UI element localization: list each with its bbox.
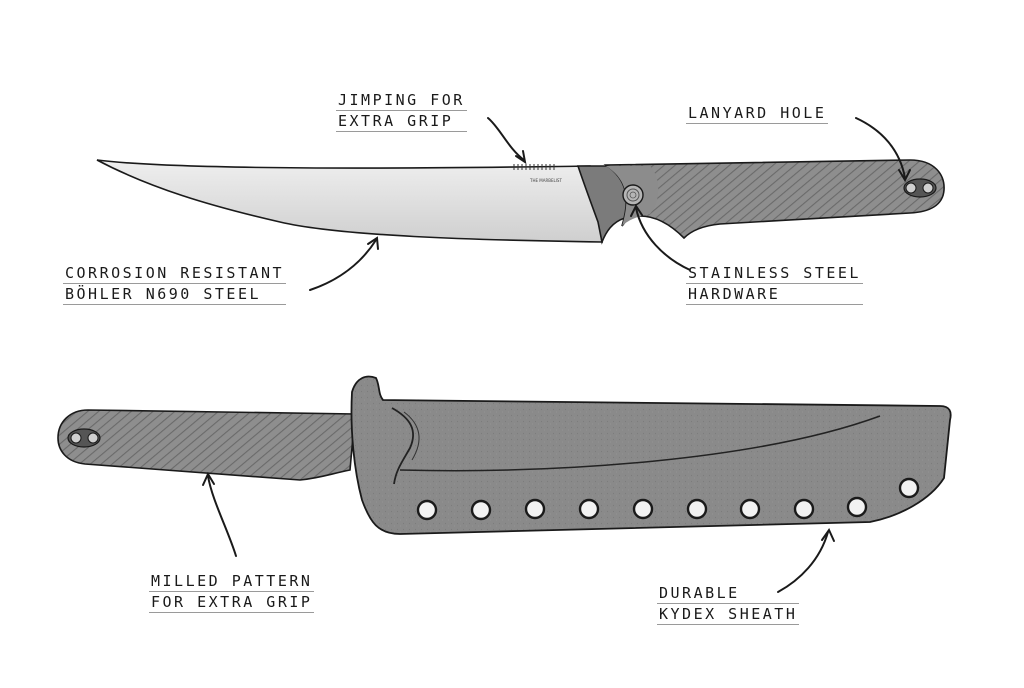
blade [96, 159, 603, 243]
kydex-sheath [350, 375, 952, 535]
sheath-throat-edge [403, 411, 420, 461]
arrowhead-lanyard [898, 169, 911, 183]
callout-steel: CORROSION RESISTANT BÖHLER N690 STEEL [63, 263, 287, 305]
sheath-throat [391, 407, 414, 485]
arrowhead-hardware [630, 204, 643, 217]
arrow-steel [309, 239, 377, 291]
callout-hardware-line1: STAINLESS STEEL [686, 264, 863, 284]
hardware-screw [622, 184, 644, 206]
callout-jimping-line2: EXTRA GRIP [336, 111, 467, 132]
arrow-jimping [487, 117, 525, 161]
jimping-ticks [513, 164, 555, 170]
callout-milled: MILLED PATTERN FOR EXTRA GRIP [149, 571, 315, 613]
blade-marking: THE MARBELIST [529, 178, 562, 183]
handle-bottom [57, 409, 356, 481]
callout-sheath-line1: DURABLE [657, 583, 800, 604]
callout-lanyard: LANYARD HOLE [686, 103, 829, 124]
callout-steel-line2: BÖHLER N690 STEEL [63, 284, 287, 305]
callout-sheath-line2: KYDEX SHEATH [657, 605, 800, 625]
arrow-hardware [635, 207, 691, 271]
callout-milled-line1: MILLED PATTERN [149, 572, 315, 592]
arrow-milled [207, 475, 237, 557]
arrow-lanyard [855, 117, 906, 179]
callout-hardware-line2: HARDWARE [686, 284, 863, 305]
arrow-sheath [777, 531, 829, 593]
arrowhead-jimping [515, 150, 527, 165]
sheath-grommets [416, 477, 920, 521]
knife-bottom [57, 375, 952, 535]
callout-hardware: STAINLESS STEEL HARDWARE [686, 263, 863, 305]
arrowhead-steel [367, 236, 379, 250]
sheath-blade-contour [399, 415, 881, 472]
arrowhead-sheath [821, 527, 835, 542]
callout-lanyard-line1: LANYARD HOLE [686, 104, 829, 124]
callout-jimping: JIMPING FOR EXTRA GRIP [336, 90, 467, 132]
lanyard-hole-bottom [67, 428, 101, 448]
callout-jimping-line1: JIMPING FOR [336, 91, 467, 111]
knife-top: THE MARBELIST [96, 159, 945, 245]
lanyard-hole [903, 178, 937, 198]
callout-milled-line2: FOR EXTRA GRIP [149, 593, 315, 613]
arrowhead-milled [202, 471, 215, 486]
leader-lines [202, 117, 911, 593]
callout-steel-line1: CORROSION RESISTANT [63, 264, 287, 284]
callout-sheath: DURABLE KYDEX SHEATH [657, 583, 800, 625]
